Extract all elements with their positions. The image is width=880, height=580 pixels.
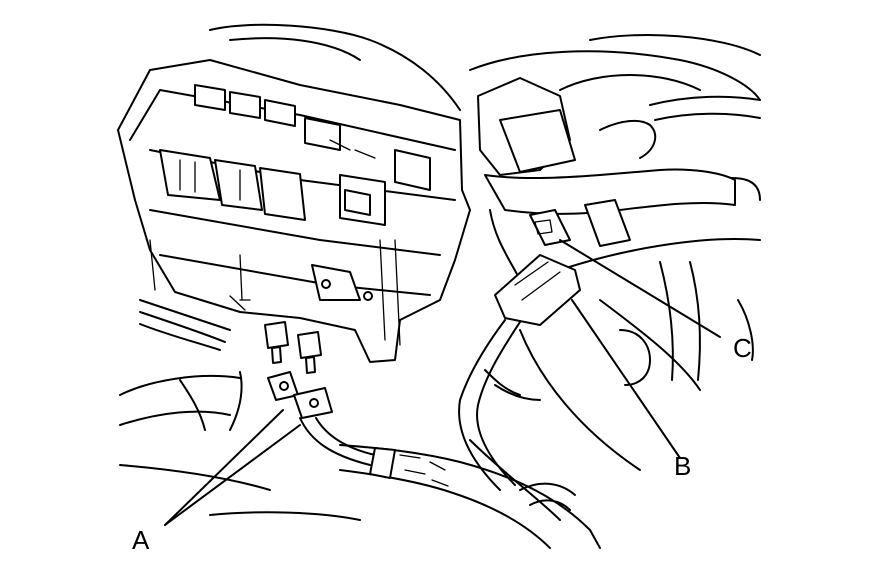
callout-label-a: A: [132, 525, 150, 555]
fuse-relay-box: [117, 59, 471, 363]
callout-label-b: B: [674, 451, 691, 481]
background-contours: [119, 23, 761, 521]
leader-lines: [164, 239, 721, 526]
callout-label-c: C: [733, 333, 752, 363]
wire-harness: [339, 444, 601, 549]
connector-c-area: [477, 77, 761, 281]
ground-bolts-a: [264, 321, 376, 466]
connector-b-area: [458, 254, 581, 491]
